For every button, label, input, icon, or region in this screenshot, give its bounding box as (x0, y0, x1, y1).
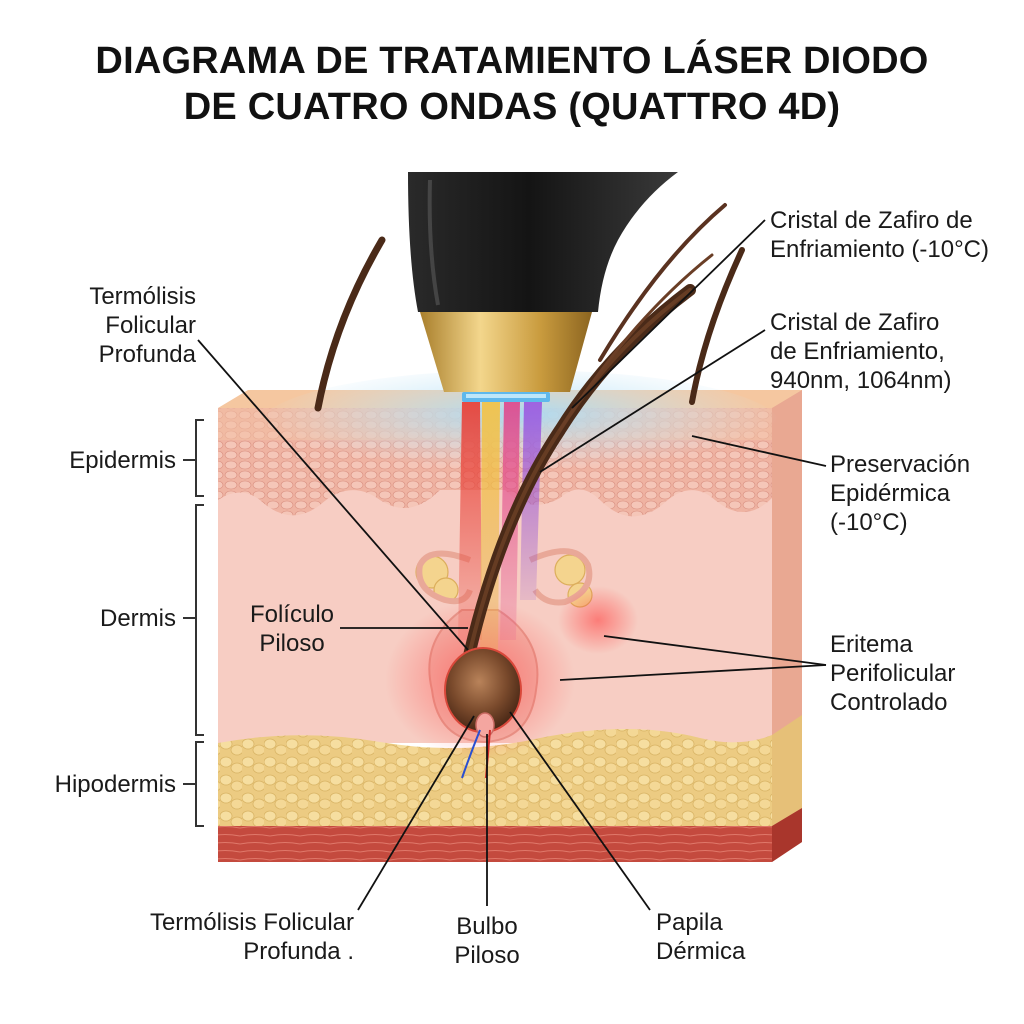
label-termolisis-top: Termólisis Folicular Profunda (89, 283, 196, 368)
leader-eritema-a (603, 635, 827, 666)
label-bulbo-piloso: Bulbo Piloso (454, 913, 520, 969)
leader-preservacion (691, 435, 827, 467)
label-papila-dermica: Papila Dérmica (656, 909, 746, 965)
label-cristal-longitudes: Cristal de Zafiro de Enfriamiento, 940nm… (770, 309, 952, 394)
leader-cristal-1 (571, 219, 766, 409)
title-line-2: DE CUATRO ONDAS (QUATTRO 4D) (183, 86, 841, 128)
title-line-1: DIAGRAMA DE TRATAMIENTO LÁSER DIODO (95, 40, 929, 82)
leader-papila (509, 711, 651, 911)
label-hipodermis: Hipodermis (54, 771, 176, 798)
label-preservacion-epidermica: Preservación Epidérmica (-10°C) (830, 451, 971, 536)
label-dermis: Dermis (100, 605, 176, 632)
leader-termolisis-bottom (357, 715, 475, 911)
leader-eritema-b (559, 664, 827, 681)
leader-termolisis-top (197, 339, 469, 651)
label-epidermis: Epidermis (69, 447, 176, 474)
label-termolisis-bottom: Termólisis Folicular Profunda . (149, 909, 354, 965)
diagram-title: DIAGRAMA DE TRATAMIENTO LÁSER DIODO DE C… (0, 38, 1024, 130)
label-eritema-perifolicular: Eritema Perifolicular Controlado (830, 631, 956, 716)
label-cristal-enfriamiento: Cristal de Zafiro de Enfriamiento (-10°C… (770, 207, 989, 263)
label-foliculo-piloso: Folículo Piloso (249, 601, 335, 657)
leader-cristal-2 (539, 329, 766, 473)
